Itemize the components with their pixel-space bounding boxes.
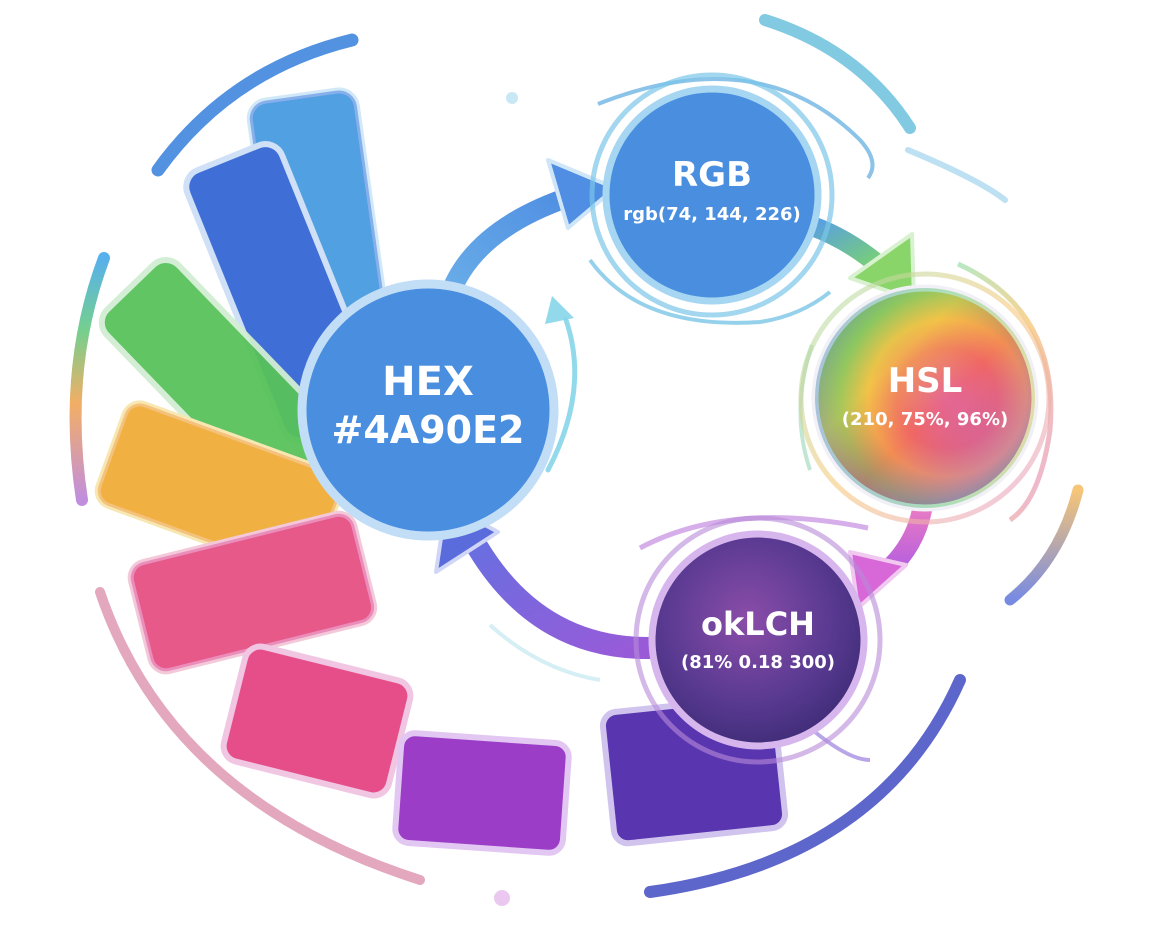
swatch-violet [392, 730, 572, 856]
swatch-magenta [220, 643, 414, 799]
hex-title: HEX [382, 359, 474, 405]
arrow-hex-to-rgb [438, 158, 617, 310]
rgb-title: RGB [672, 155, 752, 195]
hex-value: #4A90E2 [332, 408, 525, 452]
hsl-node: HSL (210, 75%, 96%) [798, 271, 1052, 525]
rgb-value: rgb(74, 144, 226) [623, 204, 801, 225]
oklch-value: (81% 0.18 300) [681, 652, 835, 673]
arrow-rgb-to-hsl [802, 216, 916, 302]
oklch-node: okLCH (81% 0.18 300) [633, 515, 883, 765]
hsl-value: (210, 75%, 96%) [842, 409, 1008, 430]
hex-node: HEX #4A90E2 [297, 279, 559, 541]
swatch-fan [94, 87, 789, 856]
rgb-node: RGB rgb(74, 144, 226) [589, 72, 835, 318]
oklch-title: okLCH [701, 605, 815, 643]
outer-decoration [69, 14, 1084, 906]
swatch-pink [127, 510, 378, 675]
hsl-title: HSL [888, 361, 963, 401]
arrow-hsl-to-oklch [848, 500, 932, 610]
